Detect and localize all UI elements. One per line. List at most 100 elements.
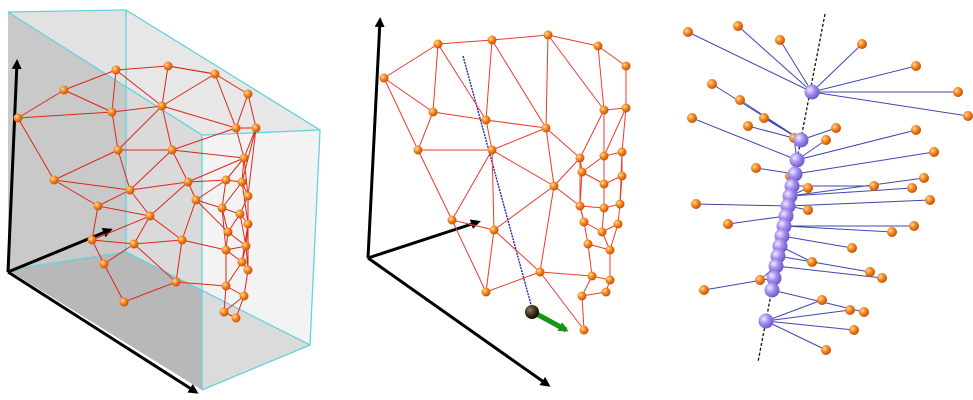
projection-line xyxy=(812,44,862,92)
mesh-node xyxy=(146,212,155,221)
mesh-edge xyxy=(486,120,546,128)
mesh-node xyxy=(244,266,253,275)
mesh-node xyxy=(600,152,609,161)
mesh-node xyxy=(240,154,249,163)
mesh-node xyxy=(919,173,929,183)
mesh-node xyxy=(240,292,249,301)
projection-line xyxy=(784,226,892,232)
mesh-node xyxy=(429,108,438,117)
mesh-edge xyxy=(384,78,418,150)
mesh-node xyxy=(576,154,585,163)
mesh-node xyxy=(380,74,389,83)
mesh-node xyxy=(616,200,625,209)
projected-node xyxy=(790,153,805,168)
mesh-node xyxy=(178,236,187,245)
mesh-node xyxy=(877,273,887,283)
projection-lines xyxy=(688,26,968,350)
mesh-node xyxy=(602,288,611,297)
mesh-node xyxy=(542,124,551,133)
mesh-node xyxy=(588,272,597,281)
mesh-node xyxy=(252,124,261,133)
mesh-node xyxy=(60,86,69,95)
mesh-node xyxy=(112,66,121,75)
mesh-node xyxy=(448,216,457,225)
mesh-node xyxy=(550,182,559,191)
mesh-edge xyxy=(494,186,554,230)
projected-node xyxy=(765,283,780,298)
mesh-node xyxy=(606,246,615,255)
mesh-node xyxy=(733,21,743,31)
mesh-edge xyxy=(546,128,554,186)
axis-horizontal-arrow xyxy=(368,258,548,385)
mesh-node xyxy=(580,218,589,227)
mesh-node xyxy=(88,236,97,245)
mesh-node xyxy=(622,62,631,71)
mesh-node xyxy=(817,295,827,305)
mesh-node xyxy=(120,298,129,307)
mesh-node xyxy=(488,36,497,45)
mesh-node xyxy=(594,42,603,51)
mesh-node xyxy=(803,183,813,193)
mesh-node xyxy=(50,176,59,185)
mesh-nodes xyxy=(380,31,631,335)
mesh-node xyxy=(687,113,697,123)
mesh-edge xyxy=(452,150,492,220)
mesh-edge xyxy=(452,220,486,292)
mesh-node xyxy=(699,285,709,295)
axis-vertical-arrow xyxy=(368,20,380,258)
mesh-node xyxy=(482,116,491,125)
mesh-edge xyxy=(588,244,592,276)
mesh-edge xyxy=(492,150,554,186)
projected-node xyxy=(794,133,809,148)
mesh-node xyxy=(14,114,23,123)
mesh-node xyxy=(192,196,201,205)
mesh-node xyxy=(869,181,879,191)
mesh-node xyxy=(224,228,233,237)
mesh-node xyxy=(232,124,241,133)
mesh-node xyxy=(707,79,717,89)
mesh-node xyxy=(759,113,769,123)
mesh-edge xyxy=(540,272,592,276)
mesh-node xyxy=(108,108,117,117)
panel-projection-onto-axis xyxy=(683,14,973,362)
mesh-edge xyxy=(384,44,438,78)
projection-line xyxy=(766,310,850,321)
panel-mesh-with-principal-axis xyxy=(368,20,631,385)
mesh-node xyxy=(158,102,167,111)
mesh-node xyxy=(821,135,831,145)
mesh-node xyxy=(606,276,615,285)
mesh-edge xyxy=(433,112,486,120)
projection-line xyxy=(766,321,854,330)
mesh-node xyxy=(911,61,921,71)
mesh-node xyxy=(600,180,609,189)
principal-axis-line xyxy=(463,56,533,312)
mesh-node xyxy=(618,172,627,181)
projection-line xyxy=(788,200,930,206)
mesh-edge xyxy=(384,78,433,112)
mesh-node xyxy=(907,183,917,193)
projection-line xyxy=(778,256,870,272)
mesh-node xyxy=(414,146,423,155)
mesh-node xyxy=(807,257,817,267)
mesh-nodes xyxy=(683,21,973,355)
mesh-edge xyxy=(582,296,584,330)
mesh-node xyxy=(218,204,227,213)
mesh-node xyxy=(222,246,231,255)
mesh-edge xyxy=(486,230,494,292)
mesh-node xyxy=(488,146,497,155)
mesh-node xyxy=(831,123,841,133)
mesh-node xyxy=(578,292,587,301)
mesh-node xyxy=(618,148,627,157)
mesh-node xyxy=(929,147,939,157)
mesh-edge xyxy=(598,46,626,66)
mesh-node xyxy=(909,221,919,231)
projection-line xyxy=(738,26,812,92)
mesh-edge xyxy=(492,150,494,230)
mesh-node xyxy=(857,39,867,49)
box-right-face xyxy=(202,130,320,390)
mesh-node xyxy=(683,27,693,37)
mesh-node xyxy=(576,202,585,211)
mesh-node xyxy=(244,220,253,229)
mesh-edge xyxy=(494,230,540,272)
mesh-node xyxy=(584,240,593,249)
